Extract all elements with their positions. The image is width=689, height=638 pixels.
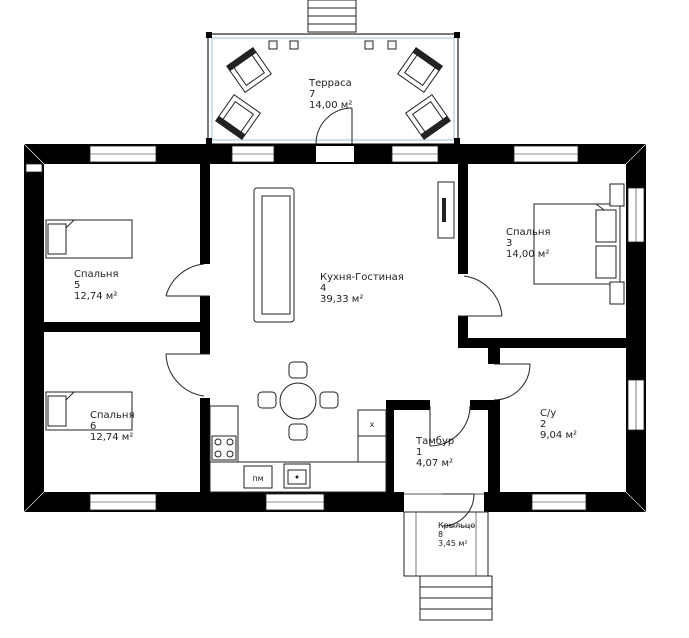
porch-stairs [419, 575, 493, 621]
room-label-terrace: Терраса 7 14,00 м² [308, 78, 352, 111]
room-name: Тамбур [415, 436, 454, 447]
room-label-porch: Крыльцо 8 3,45 м² [438, 521, 475, 548]
room-number: 8 [438, 530, 443, 539]
room-area: 14,00 м² [506, 249, 549, 260]
dining-table-icon [257, 361, 339, 441]
fridge-label: х [370, 420, 375, 429]
armchair-icon [226, 47, 272, 93]
terrace-stairs [307, 0, 357, 33]
sofa-icon [253, 187, 295, 323]
room-number: 5 [74, 280, 80, 291]
room-label-kitchen-living: Кухня-Гостиная 4 39,33 м² [320, 272, 404, 305]
double-bed-icon [533, 183, 625, 305]
room-name: Кухня-Гостиная [320, 272, 404, 283]
armchair-icon [397, 47, 443, 93]
room-number: 4 [320, 283, 326, 294]
bed-icon [45, 219, 133, 259]
bed-icon [45, 391, 133, 431]
interior-walls [44, 164, 626, 512]
room-name: Спальня [74, 269, 119, 280]
armchair-icon [215, 94, 261, 140]
room-label-bathroom: С/у 2 9,04 м² [540, 408, 577, 441]
room-number: 6 [90, 421, 96, 432]
room-label-bedroom-6: Спальня 6 12,74 м² [90, 410, 135, 443]
kitchen-counter: пм х [209, 405, 387, 493]
room-area: 14,00 м² [309, 100, 352, 111]
room-name: Крыльцо [438, 521, 475, 530]
tv-icon [437, 181, 455, 239]
dishwasher-label: пм [252, 474, 263, 483]
room-name: Терраса [308, 78, 352, 89]
room-label-bedroom-5: Спальня 5 12,74 м² [74, 269, 119, 302]
sink-icon [283, 463, 311, 489]
room-name: С/у [540, 408, 556, 419]
room-label-bedroom-3: Спальня 3 14,00 м² [506, 227, 551, 260]
room-name: Спальня [90, 410, 135, 421]
room-area: 3,45 м² [438, 539, 468, 548]
room-number: 2 [540, 419, 546, 430]
windows [25, 145, 645, 511]
room-area: 9,04 м² [540, 430, 577, 441]
porch-area [403, 511, 493, 621]
armchair-icon [405, 94, 451, 140]
terrace-door [315, 107, 353, 145]
room-name: Спальня [506, 227, 551, 238]
room-area: 39,33 м² [320, 294, 363, 305]
interior-doors [165, 263, 531, 527]
fridge-icon: х [357, 409, 387, 463]
room-area: 12,74 м² [74, 291, 117, 302]
terrace-area [206, 0, 460, 145]
room-area: 4,07 м² [416, 458, 453, 469]
room-label-vestibule: Тамбур 1 4,07 м² [415, 436, 454, 469]
room-number: 3 [506, 238, 512, 249]
dishwasher-icon: пм [243, 465, 273, 489]
room-area: 12,74 м² [90, 432, 133, 443]
stove-icon [211, 435, 237, 461]
room-number: 1 [416, 447, 422, 458]
room-number: 7 [309, 89, 315, 100]
